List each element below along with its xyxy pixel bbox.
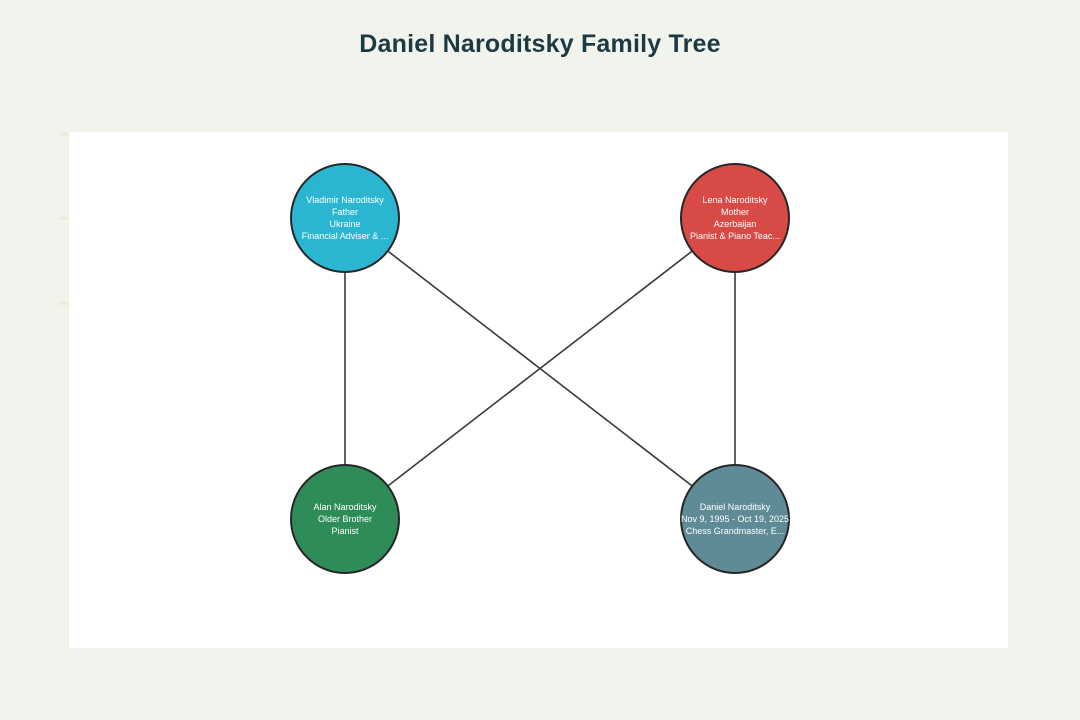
faint-tick-mark [59, 133, 72, 136]
faint-tick-mark [59, 302, 72, 305]
diagram-canvas: Vladimir Naroditsky Father Ukraine Finan… [69, 132, 1008, 648]
node-circle-daniel-naroditsky[interactable] [680, 464, 790, 574]
faint-tick-mark [59, 217, 72, 220]
node-circle-alan-naroditsky[interactable] [290, 464, 400, 574]
family-tree-graph [290, 163, 790, 574]
node-circle-vladimir-naroditsky[interactable] [290, 163, 400, 273]
edge-lena-naroditsky-alan-naroditsky [344, 217, 736, 520]
node-circle-lena-naroditsky[interactable] [680, 163, 790, 273]
page-title: Daniel Naroditsky Family Tree [359, 30, 721, 58]
